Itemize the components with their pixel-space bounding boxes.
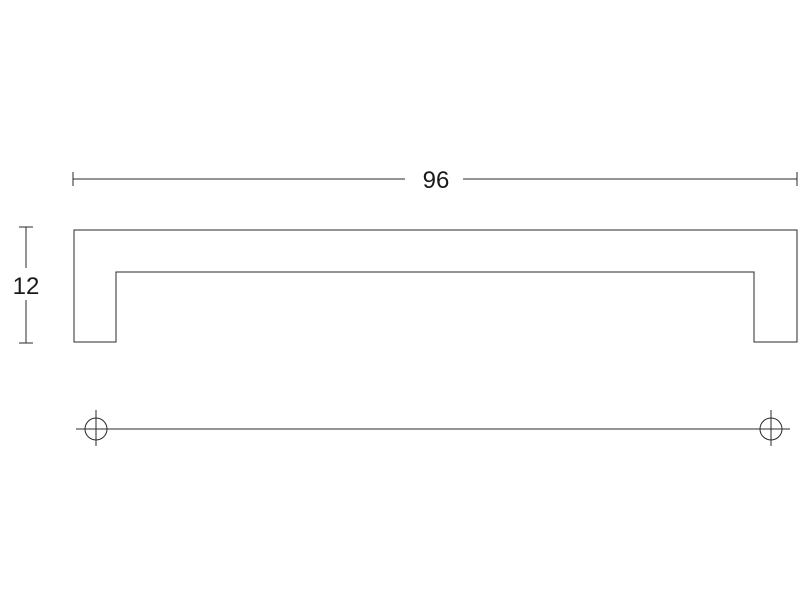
mounting-hole-left-icon (84, 410, 108, 446)
height-dimension-label: 12 (13, 273, 40, 300)
handle-top-view (76, 410, 790, 446)
handle-profile (73, 229, 798, 343)
mounting-hole-right-icon (759, 410, 783, 446)
width-dimension-label: 96 (423, 167, 450, 194)
width-dimension: 96 (72, 167, 798, 194)
height-dimension: 12 (13, 226, 40, 344)
